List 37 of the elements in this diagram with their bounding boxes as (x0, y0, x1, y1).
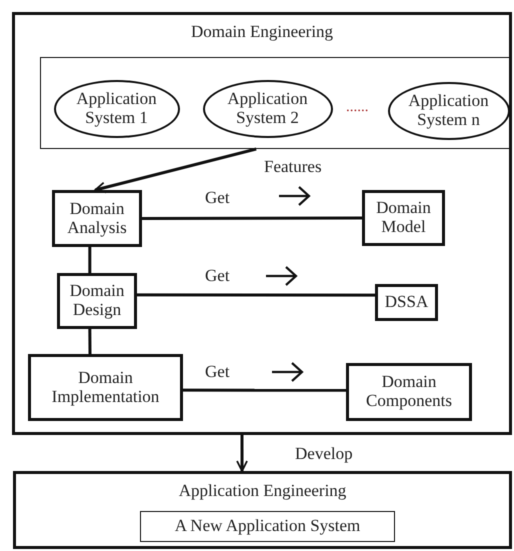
group-box (40, 57, 510, 149)
node-label: Application System 2 (226, 90, 309, 128)
node-label: Domain Analysis (66, 200, 128, 238)
node-label: Domain Design (68, 282, 126, 320)
panel-heading: Application Engineering (178, 482, 346, 501)
process-box (375, 284, 438, 321)
process-box (346, 363, 472, 421)
panel (13, 471, 512, 549)
panel (12, 12, 512, 435)
process-ellipse (54, 80, 180, 138)
process-box (28, 354, 183, 421)
arrow (236, 435, 248, 472)
connector-line (137, 293, 375, 297)
result-box (140, 511, 395, 542)
connector-line (88, 247, 92, 273)
node-label: Application System 1 (75, 90, 158, 128)
panel-heading: Domain Engineering (190, 23, 334, 42)
edge-label: Features (262, 158, 324, 175)
process-ellipse (388, 82, 510, 140)
process-box (57, 273, 137, 329)
ellipsis: ...... (346, 100, 368, 115)
process-box (362, 190, 445, 246)
node-label: DSSA (384, 293, 428, 312)
connector-line (88, 328, 92, 354)
edge-label: Get (203, 189, 232, 206)
node-label: Application System n (407, 92, 490, 130)
edge-label: Get (203, 267, 232, 284)
node-label: Domain Components (365, 373, 453, 411)
node-label: A New Application System (174, 517, 360, 536)
process-ellipse (202, 80, 332, 138)
node-label: Domain Implementation (50, 368, 160, 406)
edge-label: Develop (293, 445, 355, 462)
node-label: Domain Model (375, 199, 432, 237)
process-box (52, 190, 142, 247)
connector-line (183, 388, 346, 392)
connector-line (142, 216, 362, 220)
edge-label: Get (203, 363, 232, 380)
